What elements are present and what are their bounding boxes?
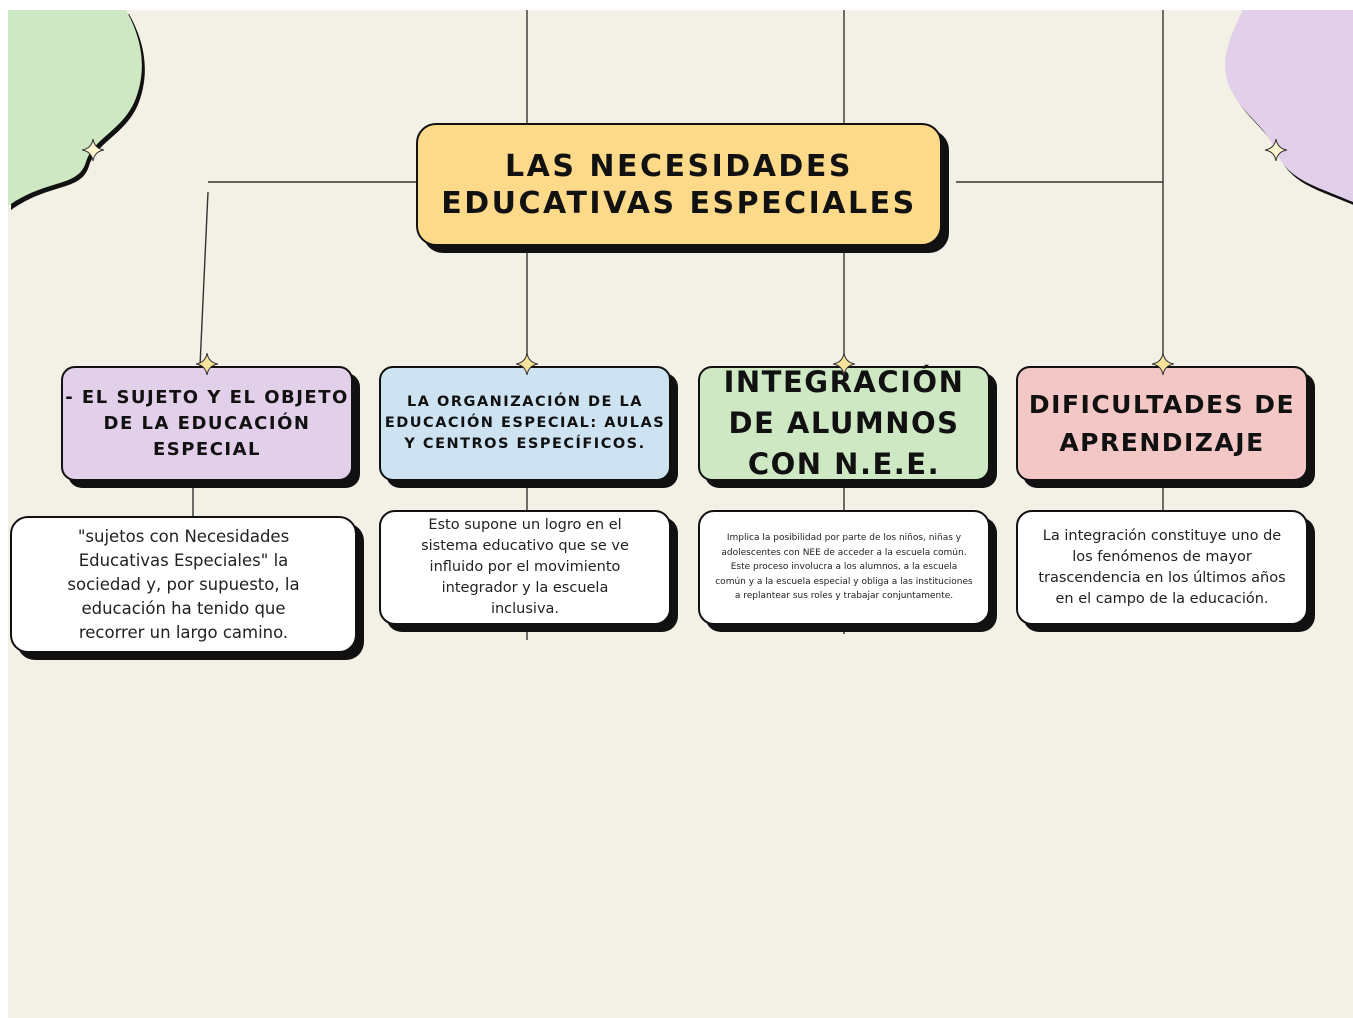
mind-map-canvas: LAS NECESIDADES EDUCATIVAS ESPECIALES - … <box>8 10 1353 1018</box>
branch-heading-sujeto-objeto: - EL SUJETO Y EL OBJETO DE LA EDUCACIÓN … <box>61 366 353 481</box>
branch-heading-dificultades: DIFICULTADES DE APRENDIZAJE <box>1016 366 1308 481</box>
branch-description-organizacion: Esto supone un logro en el sistema educa… <box>379 510 671 625</box>
branch-heading-text: - EL SUJETO Y EL OBJETO DE LA EDUCACIÓN … <box>65 386 349 460</box>
sparkle-star-icon <box>516 353 538 375</box>
central-topic-title: LAS NECESIDADES EDUCATIVAS ESPECIALES <box>441 148 917 221</box>
branch-heading-text: LA ORGANIZACIÓN DE LA EDUCACIÓN ESPECIAL… <box>384 394 666 452</box>
central-topic: LAS NECESIDADES EDUCATIVAS ESPECIALES <box>416 123 942 246</box>
green-wave-blob <box>8 10 145 210</box>
branch-description-dificultades: La integración constituye uno de los fen… <box>1016 510 1308 625</box>
purple-wave-blob <box>1225 10 1353 205</box>
description-text: "sujetos con Necesidades Educativas Espe… <box>67 526 300 642</box>
sparkle-star-icon <box>1265 139 1287 161</box>
branch-description-integracion: Implica la posibilidad por parte de los … <box>698 510 990 625</box>
branch-heading-text: INTEGRACIÓN DE ALUMNOS CON N.E.E. <box>723 365 965 481</box>
branch-heading-organizacion: LA ORGANIZACIÓN DE LA EDUCACIÓN ESPECIAL… <box>379 366 671 481</box>
sparkle-star-icon <box>833 353 855 375</box>
branch-heading-integracion: INTEGRACIÓN DE ALUMNOS CON N.E.E. <box>698 365 990 481</box>
branch-heading-text: DIFICULTADES DE APRENDIZAJE <box>1028 389 1296 457</box>
description-text: Implica la posibilidad por parte de los … <box>715 533 973 602</box>
description-text: La integración constituye uno de los fen… <box>1038 527 1286 607</box>
sparkle-star-icon <box>82 139 104 161</box>
description-text: Esto supone un logro en el sistema educa… <box>421 517 629 617</box>
sparkle-star-icon <box>196 353 218 375</box>
connector-branch-1 <box>199 191 209 367</box>
sparkle-star-icon <box>1152 353 1174 375</box>
branch-description-sujeto-objeto: "sujetos con Necesidades Educativas Espe… <box>10 516 357 653</box>
